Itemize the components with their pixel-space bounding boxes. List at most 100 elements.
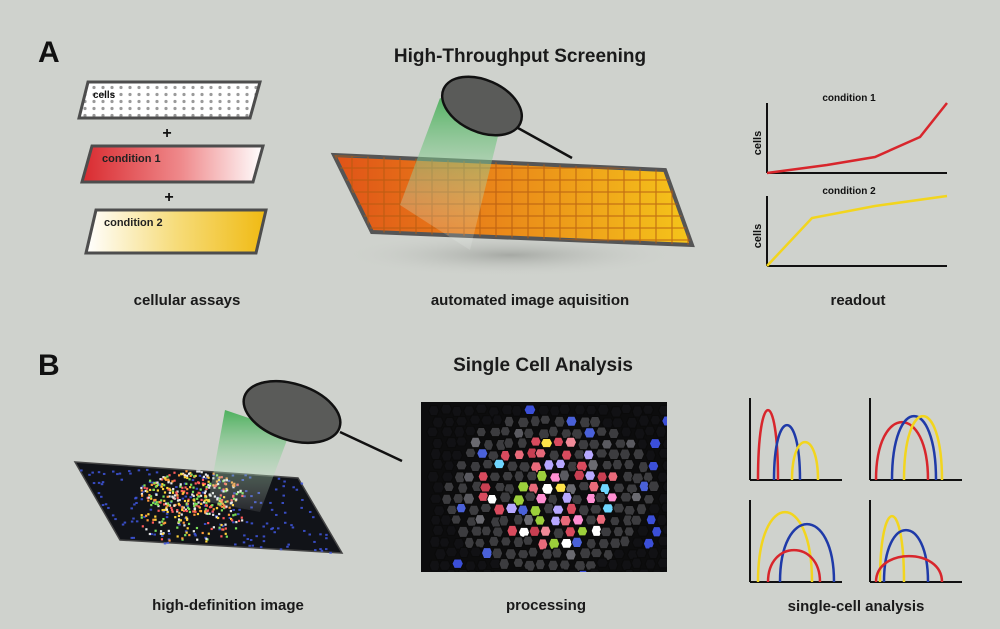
- speckle: [172, 496, 175, 499]
- speckle: [202, 475, 206, 478]
- cell: [506, 460, 519, 472]
- speckle: [218, 512, 221, 516]
- speckle: [160, 535, 164, 538]
- speckle: [177, 514, 181, 517]
- cell: [620, 403, 633, 415]
- speckle: [277, 527, 280, 530]
- speckle: [301, 498, 304, 501]
- cell: [647, 460, 660, 472]
- speckle: [143, 515, 146, 518]
- cell: [445, 504, 459, 515]
- speckle: [170, 500, 173, 503]
- cell: [469, 436, 482, 449]
- speckle: [193, 499, 196, 502]
- speckle: [140, 486, 143, 490]
- readout-curve: [766, 102, 948, 175]
- speckle: [185, 509, 188, 513]
- speckle: [187, 522, 191, 526]
- cell: [522, 514, 535, 526]
- cell: [589, 547, 603, 559]
- speckle: [161, 532, 164, 536]
- speckle: [300, 506, 303, 509]
- speckle: [192, 502, 196, 505]
- speckle: [186, 488, 189, 491]
- speckle: [207, 485, 210, 488]
- cell: [434, 548, 447, 561]
- cell: [596, 471, 608, 483]
- speckle: [154, 485, 158, 488]
- speckle: [205, 512, 208, 515]
- speckle: [206, 509, 209, 512]
- cell: [426, 426, 439, 438]
- speckle: [220, 509, 223, 512]
- speckle: [228, 517, 232, 520]
- cell: [588, 438, 601, 450]
- speckle: [201, 482, 205, 485]
- speckle: [319, 548, 322, 551]
- cell: [573, 469, 586, 481]
- cell: [585, 493, 597, 504]
- distribution-curve: [874, 554, 944, 583]
- cell: [606, 492, 619, 503]
- speckle: [177, 474, 181, 477]
- cell: [589, 568, 601, 572]
- cell: [619, 491, 633, 503]
- speckle: [210, 505, 213, 508]
- segmented-cells: [426, 403, 667, 572]
- distribution-curve: [874, 421, 930, 481]
- speckle: [201, 531, 204, 535]
- cell: [609, 537, 622, 549]
- cell: [438, 560, 452, 571]
- cell: [529, 415, 541, 428]
- cell: [660, 502, 667, 513]
- cell: [623, 504, 636, 517]
- cell: [451, 405, 463, 417]
- speckle: [193, 532, 197, 535]
- speckle: [167, 481, 170, 484]
- speckle: [187, 472, 191, 475]
- speckle: [225, 505, 228, 508]
- caption-image-acquisition: automated image aquisition: [431, 292, 629, 309]
- speckle: [167, 529, 170, 533]
- speckle: [152, 518, 155, 521]
- speckle: [100, 483, 104, 486]
- speckle: [189, 486, 192, 489]
- cell: [609, 406, 623, 418]
- cell: [656, 557, 667, 569]
- speckle: [240, 516, 243, 519]
- speckle: [177, 518, 181, 521]
- speckle: [176, 508, 179, 512]
- cell: [577, 439, 590, 451]
- speckle: [184, 495, 188, 498]
- speckle: [146, 496, 149, 500]
- speckle: [274, 488, 278, 491]
- speckle: [114, 518, 117, 521]
- speckle: [189, 471, 192, 475]
- speckle: [159, 478, 162, 481]
- speckle: [228, 506, 231, 509]
- speckle: [166, 486, 169, 490]
- speckle: [262, 540, 266, 543]
- speckle: [203, 510, 207, 513]
- cell: [529, 436, 542, 447]
- speckle: [179, 519, 182, 522]
- speckle: [313, 540, 316, 543]
- cell: [479, 503, 493, 514]
- distribution-curve: [756, 510, 814, 583]
- cell: [642, 404, 655, 415]
- caption-processing: processing: [506, 597, 586, 614]
- speckle: [150, 483, 153, 487]
- cell: [458, 546, 470, 559]
- speckle: [148, 473, 151, 476]
- cell: [560, 449, 573, 461]
- speckle: [91, 471, 94, 474]
- cell: [635, 503, 648, 516]
- panel-a-letter: A: [38, 36, 60, 69]
- cell: [587, 480, 600, 493]
- speckle: [325, 533, 328, 536]
- cell: [632, 448, 645, 461]
- speckle: [180, 513, 183, 516]
- speckle: [208, 512, 211, 515]
- cell: [462, 492, 476, 505]
- cell: [481, 458, 494, 470]
